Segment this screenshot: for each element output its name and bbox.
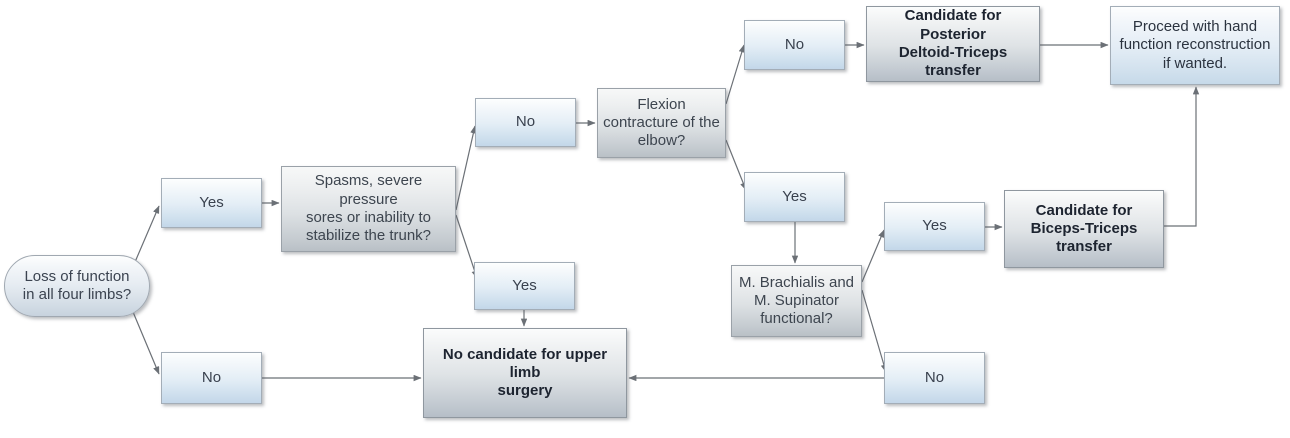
node-yes1-label: Yes <box>199 193 224 211</box>
node-yes1[interactable]: Yes <box>161 178 262 228</box>
edge-spasms-to-no2 <box>455 125 477 211</box>
edge-start-to-yes1 <box>134 205 160 263</box>
node-biceps-label: Candidate for Biceps-Triceps transfer <box>1030 201 1138 256</box>
node-yes3[interactable]: Yes <box>744 172 845 222</box>
node-flexion-label: Flexion contracture of the elbow? <box>603 95 720 150</box>
node-no3-label: No <box>784 35 805 53</box>
node-flexion[interactable]: Flexion contracture of the elbow? <box>597 88 726 158</box>
node-yes2-label: Yes <box>512 276 537 294</box>
node-start-label: Loss of function in all four limbs? <box>22 267 132 303</box>
node-yes3-label: Yes <box>782 187 807 205</box>
node-start[interactable]: Loss of function in all four limbs? <box>4 255 150 317</box>
edge-flexion-to-yes3 <box>725 139 747 191</box>
node-no4[interactable]: No <box>884 352 985 404</box>
edge-brachialis-to-no4 <box>861 289 887 373</box>
node-proceed[interactable]: Proceed with hand function reconstructio… <box>1110 6 1280 85</box>
node-brachialis[interactable]: M. Brachialis and M. Supinator functiona… <box>731 265 862 337</box>
node-no1[interactable]: No <box>161 352 262 404</box>
node-no4-label: No <box>924 368 945 386</box>
node-yes4[interactable]: Yes <box>884 202 985 251</box>
node-proceed-label: Proceed with hand function reconstructio… <box>1119 18 1271 72</box>
node-yes2[interactable]: Yes <box>474 262 575 310</box>
edge-flexion-to-no3 <box>725 44 745 105</box>
node-spasms-label: Spasms, severe pressure sores or inabili… <box>305 172 432 245</box>
node-biceps[interactable]: Candidate for Biceps-Triceps transfer <box>1004 190 1164 268</box>
node-brachialis-label: M. Brachialis and M. Supinator functiona… <box>738 273 855 328</box>
edge-brachialis-to-yes4 <box>861 229 885 283</box>
node-nocandidate-label: No candidate for upper limb surgery <box>442 345 608 400</box>
node-deltoid-label: Candidate for Posterior Deltoid-Triceps … <box>898 7 1008 80</box>
node-no2-label: No <box>515 113 536 131</box>
node-no1-label: No <box>201 368 222 386</box>
node-yes4-label: Yes <box>922 217 947 235</box>
node-nocandidate[interactable]: No candidate for upper limb surgery <box>423 328 627 418</box>
node-spasms[interactable]: Spasms, severe pressure sores or inabili… <box>281 166 456 252</box>
node-no3[interactable]: No <box>744 20 845 70</box>
node-no2[interactable]: No <box>475 98 576 147</box>
node-deltoid[interactable]: Candidate for Posterior Deltoid-Triceps … <box>866 6 1040 82</box>
edge-biceps-to-proceed <box>1164 86 1200 227</box>
